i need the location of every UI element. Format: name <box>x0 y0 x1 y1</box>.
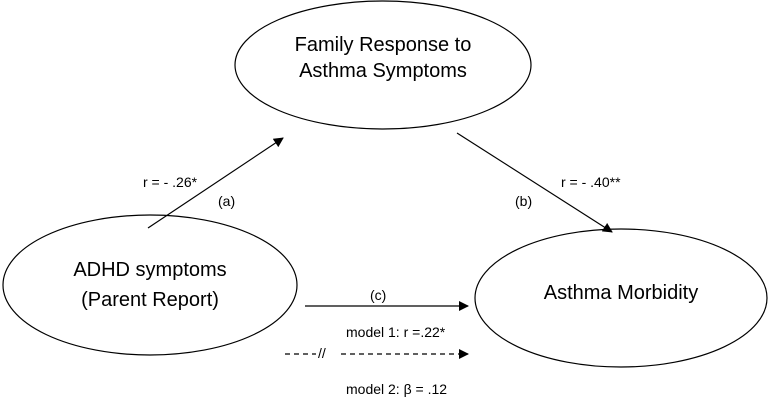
mediator-label-line1: Family Response to <box>295 34 472 56</box>
path-c-prime-break: // <box>318 345 326 361</box>
predictor-node <box>2 214 298 356</box>
predictor-label-line2: (Parent Report) <box>81 289 219 311</box>
path-a-arrow <box>147 137 284 229</box>
path-c-label: (c) <box>370 287 386 303</box>
path-c-prime-model2: model 2: β = .12 <box>346 381 447 397</box>
path-c-model1: model 1: r =.22* <box>346 324 446 340</box>
predictor-label-line1: ADHD symptoms <box>73 259 226 281</box>
outcome-node <box>474 228 768 368</box>
outcome-label: Asthma Morbidity <box>544 282 699 304</box>
path-b-arrow <box>456 132 613 233</box>
path-b-label: (b) <box>515 193 532 209</box>
path-b-stat: r = - .40** <box>561 174 621 190</box>
path-a-label: (a) <box>218 193 235 209</box>
mediator-node <box>234 0 532 130</box>
path-a-stat: r = - .26* <box>143 174 198 190</box>
mediator-label-line2: Asthma Symptoms <box>299 60 467 82</box>
